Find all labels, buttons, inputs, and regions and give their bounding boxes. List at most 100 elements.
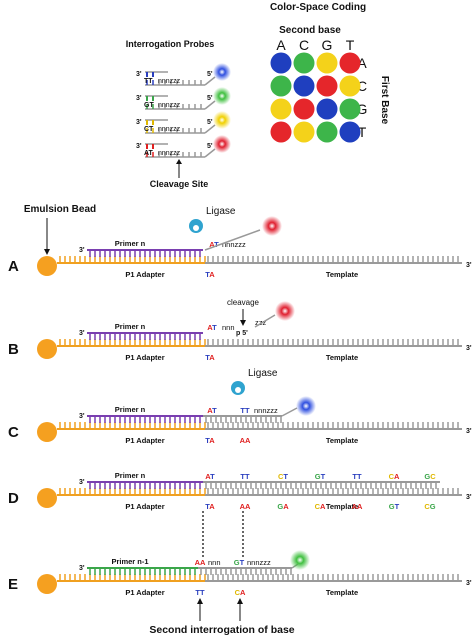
row-letter-a: A [357,55,367,71]
prime-5-label: 5' [207,95,213,102]
p1-adapter-label: P1 Adapter [125,436,164,445]
fluorescent-dye-icon [290,550,310,570]
row-letter-g: G [357,101,368,117]
emulsion-bead-icon [37,574,57,594]
color-dot [293,75,315,97]
template-bases: TA [205,436,215,445]
color-dot [316,52,338,74]
probe-tail: nnn [222,323,235,332]
prime-3-label: 3' [466,345,472,352]
fluorescent-dye-icon [275,301,295,321]
template-bases: AA [240,502,251,511]
step-label: E [8,576,18,593]
bead-pointer-arrowhead [44,249,50,255]
interrogation-arrowhead [197,598,203,604]
cleavage-site-label: Cleavage Site [150,179,209,189]
p1-adapter-label: P1 Adapter [125,588,164,597]
column-letter-c: C [299,37,309,53]
template-bases: TT [195,588,205,597]
color-dot [316,98,338,120]
color-space-panel: Color-Space Coding Second base A C G T A… [270,2,390,143]
template-bases: TA [205,353,215,362]
color-dot [293,52,315,74]
column-letter-g: G [322,37,333,53]
color-dot [339,121,361,143]
primer-label: Primer n-1 [111,557,148,566]
probe-tail: nnnzzz [222,240,246,249]
prime-3-label: 3' [136,143,142,150]
color-dot [316,121,338,143]
template-bases: CG [424,502,435,511]
ligated-bases: AA [195,558,206,567]
emulsion-bead-icon [37,422,57,442]
template-label: Template [326,588,358,597]
row-letter-c: C [357,78,367,94]
probes-title: Interrogation Probes [126,39,215,49]
prime-5-label: 5' [207,143,213,150]
color-dot [270,121,292,143]
prime-3-label: 3' [466,428,472,435]
probe-linker [204,148,216,158]
color-dot [339,75,361,97]
ligated-bases: TT [240,472,250,481]
template-bases: AA [352,502,363,511]
probe-tail: nnnzzz [158,150,181,157]
prime-3-label: 3' [136,95,142,102]
cleavage-label: cleavage [227,298,260,307]
probe-tail: nnnzzz [254,406,278,415]
step-label: A [8,258,19,275]
ligated-bases: AT [205,472,215,481]
fluorescent-dye-icon [213,63,231,81]
prime-3-label: 3' [79,247,85,254]
emulsion-bead-icon [37,488,57,508]
ligated-bases: GT [315,472,326,481]
ligase-label: Ligase [248,368,278,379]
probe-linker [204,100,216,110]
ligated-bases: CA [389,472,400,481]
color-dot [293,98,315,120]
prime-3-label: 3' [79,479,85,486]
p1-adapter-label: P1 Adapter [125,353,164,362]
second-base-label: Second base [279,25,341,36]
probe-linker [204,76,216,86]
ligated-bases: TT [240,406,250,415]
color-space-title: Color-Space Coding [270,2,366,13]
ligated-bases: TT [352,472,362,481]
template-label: Template [326,436,358,445]
step-label: D [8,490,19,507]
probe-linker [204,124,216,134]
released-fragment [254,314,276,328]
template-label: Template [326,502,358,511]
second-interrogation-caption: Second interrogation of base [149,624,294,636]
ligated-bases: GT [234,558,245,567]
template-bases: CA [235,588,246,597]
primer-label: Primer n [115,322,146,331]
emulsion-bead-icon [37,339,57,359]
ligase-icon-notch [193,225,199,231]
color-dot [270,52,292,74]
color-matrix [270,52,361,143]
prime-3-label: 3' [136,119,142,126]
prime-3-label: 3' [466,580,472,587]
probe-tail: nnnzzz [247,558,271,567]
prime-3-label: 3' [79,565,85,572]
interrogation-arrowhead [237,598,243,604]
probe-bases: GT [144,102,154,109]
prime-3-label: 3' [466,494,472,501]
prime-5-label: 5' [207,71,213,78]
ligase-icon-notch [235,387,241,393]
p1-adapter-label: P1 Adapter [125,270,164,279]
column-letter-a: A [276,37,286,53]
fluorescent-dye-icon [296,396,316,416]
template-bases: AA [240,436,251,445]
template-bases: GT [389,502,400,511]
